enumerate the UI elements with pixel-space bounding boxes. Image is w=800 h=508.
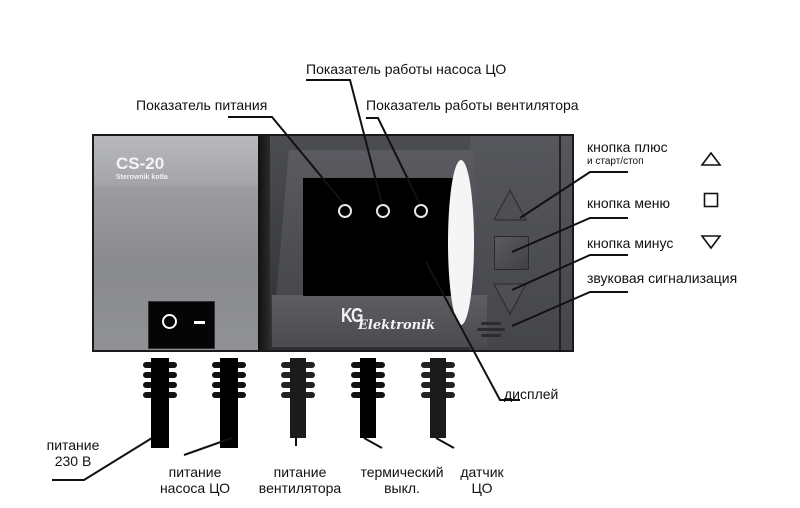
- label-menu-button: кнопка меню: [587, 195, 670, 211]
- label-power-indicator: Показатель питания: [136, 97, 268, 113]
- model-subtitle: Sterownik kotła: [116, 174, 168, 181]
- buzzer-vent: [477, 328, 505, 331]
- switch-on-symbol: [194, 321, 205, 324]
- label-fan-power: питание вентилятора: [258, 464, 342, 496]
- brand-logo-kg: KG: [341, 305, 363, 327]
- cable-thermal: [351, 358, 385, 438]
- cable-pump: [212, 358, 246, 448]
- fan-indicator-led: [414, 204, 428, 218]
- menu-button[interactable]: [494, 236, 529, 270]
- cable-sensor: [421, 358, 455, 438]
- power-indicator-led: [338, 204, 352, 218]
- model-name: CS-20: [116, 154, 165, 173]
- cable-power-230: [143, 358, 177, 448]
- buzzer-vent: [481, 322, 501, 325]
- label-co-sensor: датчик ЦО: [460, 464, 504, 496]
- display-screen: [303, 178, 455, 296]
- label-minus-button: кнопка минус: [587, 235, 674, 251]
- label-power-230: питание 230 В: [46, 437, 100, 469]
- brand-logo-elektronik: Elektronik: [358, 318, 436, 333]
- label-plus-button: кнопка плюс: [587, 139, 668, 155]
- device-divider: [258, 136, 270, 350]
- buzzer-vent: [481, 334, 501, 337]
- label-buzzer: звуковая сигнализация: [587, 270, 738, 286]
- pump-indicator-led: [376, 204, 390, 218]
- power-switch[interactable]: [148, 301, 215, 349]
- label-fan-indicator: Показатель работы вентилятора: [366, 97, 579, 113]
- square-icon: [703, 192, 719, 208]
- display-glare: [448, 160, 474, 325]
- label-pump-power: питание насоса ЦО: [159, 464, 231, 496]
- plus-button[interactable]: [493, 188, 527, 221]
- minus-button[interactable]: [493, 283, 527, 316]
- switch-off-symbol: [162, 314, 177, 329]
- label-plus-button-sub: и старт/стоп: [587, 156, 644, 167]
- label-pump-indicator: Показатель работы насоса ЦО: [306, 61, 507, 77]
- label-display: дисплей: [504, 386, 559, 402]
- cable-fan: [281, 358, 315, 438]
- triangle-up-icon: [700, 151, 722, 166]
- triangle-down-icon: [700, 235, 722, 250]
- label-thermal-switch: термический выкл.: [360, 464, 444, 496]
